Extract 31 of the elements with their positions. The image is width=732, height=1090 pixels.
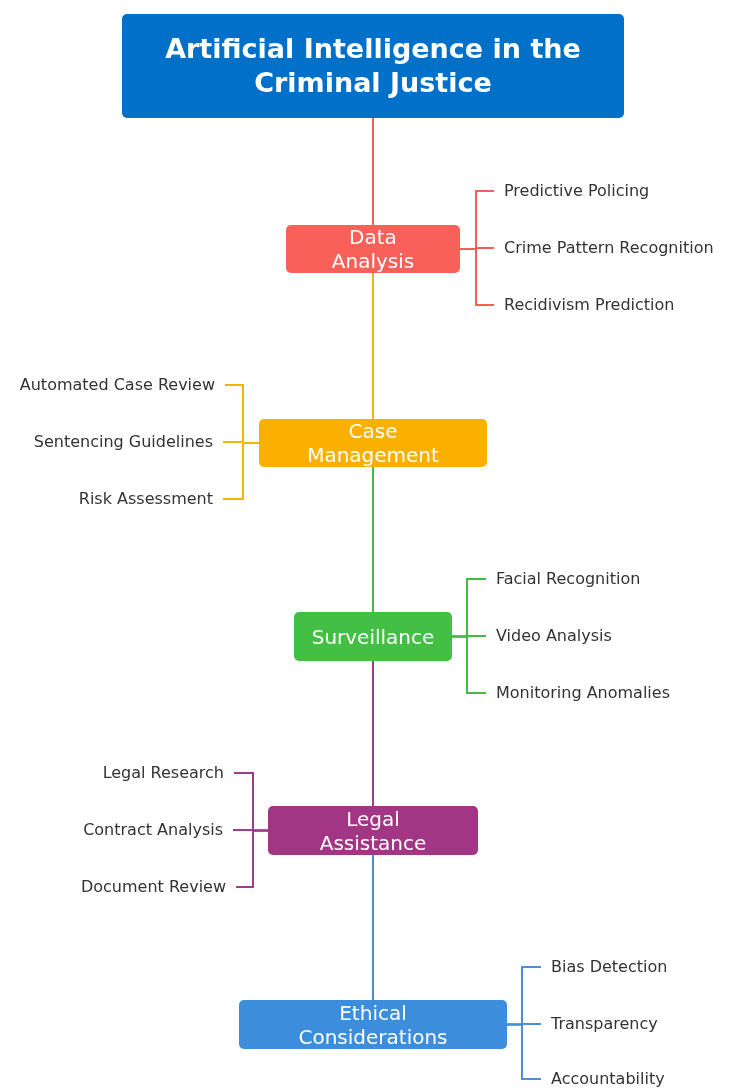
- subtopic-label: Monitoring Anomalies: [496, 683, 670, 703]
- connector-line: [451, 635, 487, 694]
- topic-box: Case Management: [259, 419, 487, 467]
- subtopic-label: Predictive Policing: [504, 181, 650, 201]
- subtopic-label: Contract Analysis: [83, 820, 223, 840]
- subtopic-label: Legal Research: [102, 763, 224, 783]
- subtopic-label: Sentencing Guidelines: [33, 432, 213, 452]
- subtopic-label: Document Review: [80, 877, 226, 897]
- topic-box: Ethical Considerations: [239, 1000, 507, 1049]
- connector-line: [372, 117, 374, 226]
- connector-line: [222, 442, 260, 500]
- topic-box: Surveillance: [294, 612, 452, 661]
- connector-line: [372, 660, 374, 807]
- connector-line: [235, 829, 269, 888]
- topic-box: Data Analysis: [286, 225, 460, 273]
- subtopic-label: Video Analysis: [496, 626, 612, 646]
- subtopic-label: Facial Recognition: [496, 569, 641, 589]
- topic-box: Legal Assistance: [268, 806, 478, 855]
- subtopic-label: Automated Case Review: [19, 375, 215, 395]
- connector-line: [372, 854, 374, 1001]
- connector-line: [372, 272, 374, 420]
- subtopic-label: Recidivism Prediction: [504, 295, 675, 315]
- connector-line: [459, 248, 495, 306]
- subtopic-label: Risk Assessment: [78, 489, 213, 509]
- title-box: Artificial Intelligence in the Criminal Justice: [122, 14, 624, 118]
- subtopic-label: Accountability: [551, 1069, 665, 1089]
- connector-line: [372, 466, 374, 613]
- subtopic-label: Crime Pattern Recognition: [504, 238, 714, 258]
- connector-line: [506, 1023, 542, 1080]
- subtopic-label: Bias Detection: [551, 957, 668, 977]
- subtopic-label: Transparency: [551, 1014, 658, 1034]
